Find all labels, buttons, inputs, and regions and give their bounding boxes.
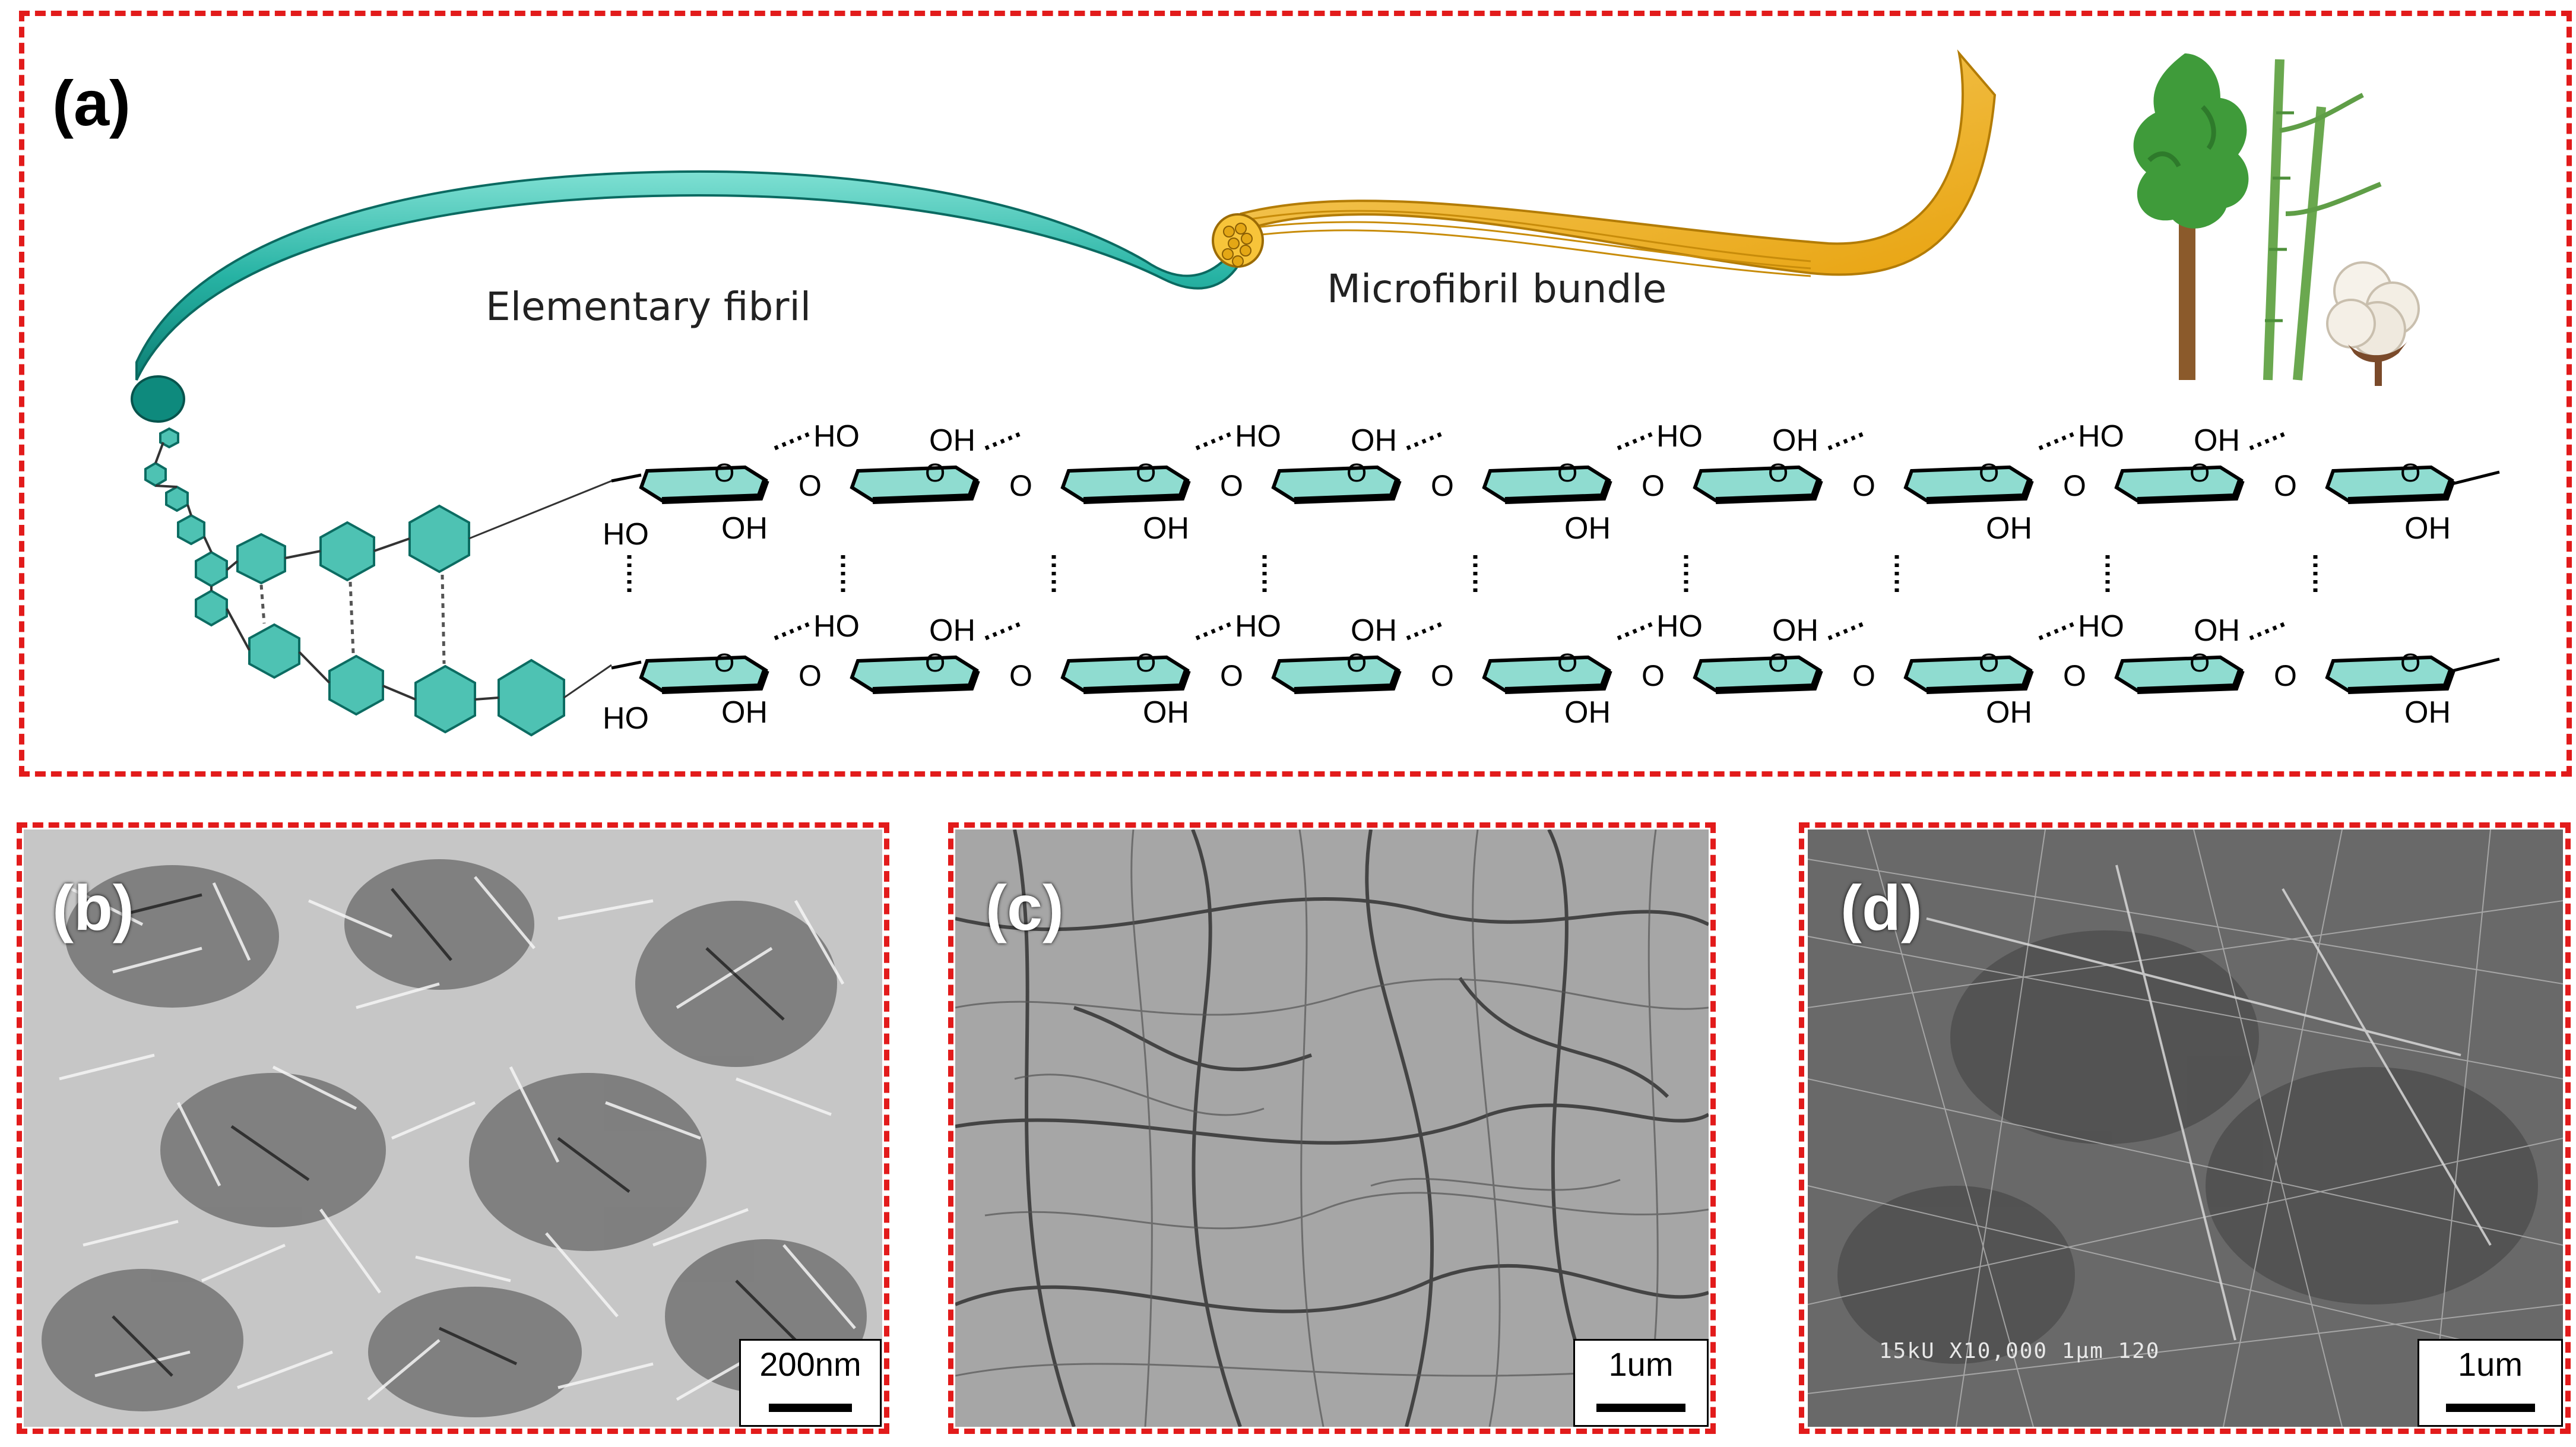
panel-d-scale-bar: 1um bbox=[2417, 1339, 2563, 1427]
bridge-oxygens: O O O O O O O O O O O O O O O O bbox=[799, 469, 2297, 692]
svg-text:O: O bbox=[1220, 469, 1243, 502]
panel-c-scale-bar: 1um bbox=[1573, 1339, 1709, 1427]
oh-label: OH bbox=[1564, 511, 1611, 546]
cellulose-chain-upper bbox=[641, 458, 2452, 501]
oh-label: HO bbox=[813, 419, 860, 454]
glycosidic-links bbox=[611, 470, 2500, 673]
oh-label: HO bbox=[1235, 419, 1281, 454]
oh-label: OH bbox=[1564, 695, 1611, 730]
oh-label: HO bbox=[603, 517, 649, 552]
oh-label: OH bbox=[2404, 511, 2451, 546]
oh-label: OH bbox=[1772, 613, 1818, 648]
panel-d-scale-label: 1um bbox=[2458, 1345, 2523, 1383]
oh-label: OH bbox=[721, 695, 768, 730]
oh-label: OH bbox=[2404, 695, 2451, 730]
panel-d-scale-line bbox=[2445, 1404, 2535, 1412]
panel-b-scale-bar: 200nm bbox=[739, 1339, 882, 1427]
panel-a-label: (a) bbox=[52, 67, 131, 139]
oh-label: HO bbox=[813, 609, 860, 644]
svg-text:O: O bbox=[799, 659, 822, 692]
panel-b-label: (b) bbox=[52, 872, 134, 943]
elementary-fibril-label: Elementary fibril bbox=[486, 284, 812, 330]
hexagon-chain bbox=[144, 427, 565, 737]
panel-c-scale-label: 1um bbox=[1608, 1345, 1674, 1383]
svg-text:O: O bbox=[799, 469, 822, 502]
cellulose-sources-illustration bbox=[2133, 53, 2420, 386]
oh-label: OH bbox=[1772, 423, 1818, 458]
cellulose-chain-lower bbox=[641, 648, 2452, 691]
panel-b-scale-line bbox=[769, 1404, 852, 1412]
panel-d-sem-info: 15kU X10,000 1μm 120 bbox=[1879, 1339, 2160, 1363]
hydrogen-bonds bbox=[627, 431, 2318, 641]
microfibril-bundle-label: Microfibril bundle bbox=[1327, 266, 1667, 312]
panel-c-micrograph bbox=[955, 829, 1709, 1427]
panel-b-micrograph bbox=[24, 829, 882, 1427]
oh-label: OH bbox=[1351, 613, 1397, 648]
hexagon-chain-links bbox=[154, 442, 612, 701]
microfibril-bundle bbox=[1212, 49, 1997, 277]
svg-text:O: O bbox=[2274, 469, 2297, 502]
panel-c-scale-line bbox=[1596, 1404, 1685, 1412]
oh-label: OH bbox=[1986, 695, 2032, 730]
oh-label: OH bbox=[929, 613, 975, 648]
svg-text:O: O bbox=[1431, 469, 1454, 502]
panel-b-frame bbox=[17, 822, 889, 1434]
oh-label: HO bbox=[2078, 419, 2124, 454]
svg-text:O: O bbox=[1220, 659, 1243, 692]
svg-text:O: O bbox=[1852, 469, 1875, 502]
panel-b-scale-label: 200nm bbox=[759, 1345, 861, 1383]
oh-label: OH bbox=[1143, 695, 1189, 730]
svg-text:O: O bbox=[1642, 659, 1665, 692]
panel-c-label: (c) bbox=[986, 872, 1064, 943]
svg-text:O: O bbox=[1852, 659, 1875, 692]
cellulose-hierarchy-diagram: O bbox=[131, 49, 2500, 737]
svg-text:O: O bbox=[2063, 469, 2086, 502]
oh-label: OH bbox=[929, 423, 975, 458]
oh-label: OH bbox=[1351, 423, 1397, 458]
nanocrystal-texture bbox=[24, 829, 882, 1427]
oh-label: OH bbox=[721, 511, 768, 546]
panel-c-frame bbox=[948, 822, 1716, 1434]
oh-label: HO bbox=[603, 701, 649, 736]
panel-d-frame bbox=[1799, 822, 2571, 1434]
svg-text:O: O bbox=[1642, 469, 1665, 502]
oh-label: HO bbox=[1235, 609, 1281, 644]
panel-d-micrograph: 15kU X10,000 1μm 120 bbox=[1808, 829, 2563, 1427]
svg-text:O: O bbox=[1431, 659, 1454, 692]
svg-text:O: O bbox=[1009, 659, 1032, 692]
oh-label: OH bbox=[1986, 511, 2032, 546]
svg-text:O: O bbox=[1009, 469, 1032, 502]
panel-a-frame bbox=[19, 11, 2572, 777]
oh-label: HO bbox=[1656, 419, 1703, 454]
sem-fiber-mat-texture bbox=[1808, 829, 2563, 1427]
panel-d-label: (d) bbox=[1840, 872, 1922, 943]
hexagon-hbonds bbox=[259, 574, 446, 664]
tree-icon bbox=[2133, 53, 2249, 380]
cotton-boll-icon bbox=[2326, 261, 2420, 386]
oh-label: HO bbox=[1656, 609, 1703, 644]
svg-text:O: O bbox=[2063, 659, 2086, 692]
nanofibril-network-texture bbox=[955, 829, 1709, 1427]
oh-label: HO bbox=[2078, 609, 2124, 644]
bamboo-icon bbox=[2263, 59, 2382, 381]
oh-label: OH bbox=[1143, 511, 1189, 546]
oh-label: OH bbox=[2194, 613, 2240, 648]
oh-label: OH bbox=[2194, 423, 2240, 458]
svg-text:O: O bbox=[2274, 659, 2297, 692]
